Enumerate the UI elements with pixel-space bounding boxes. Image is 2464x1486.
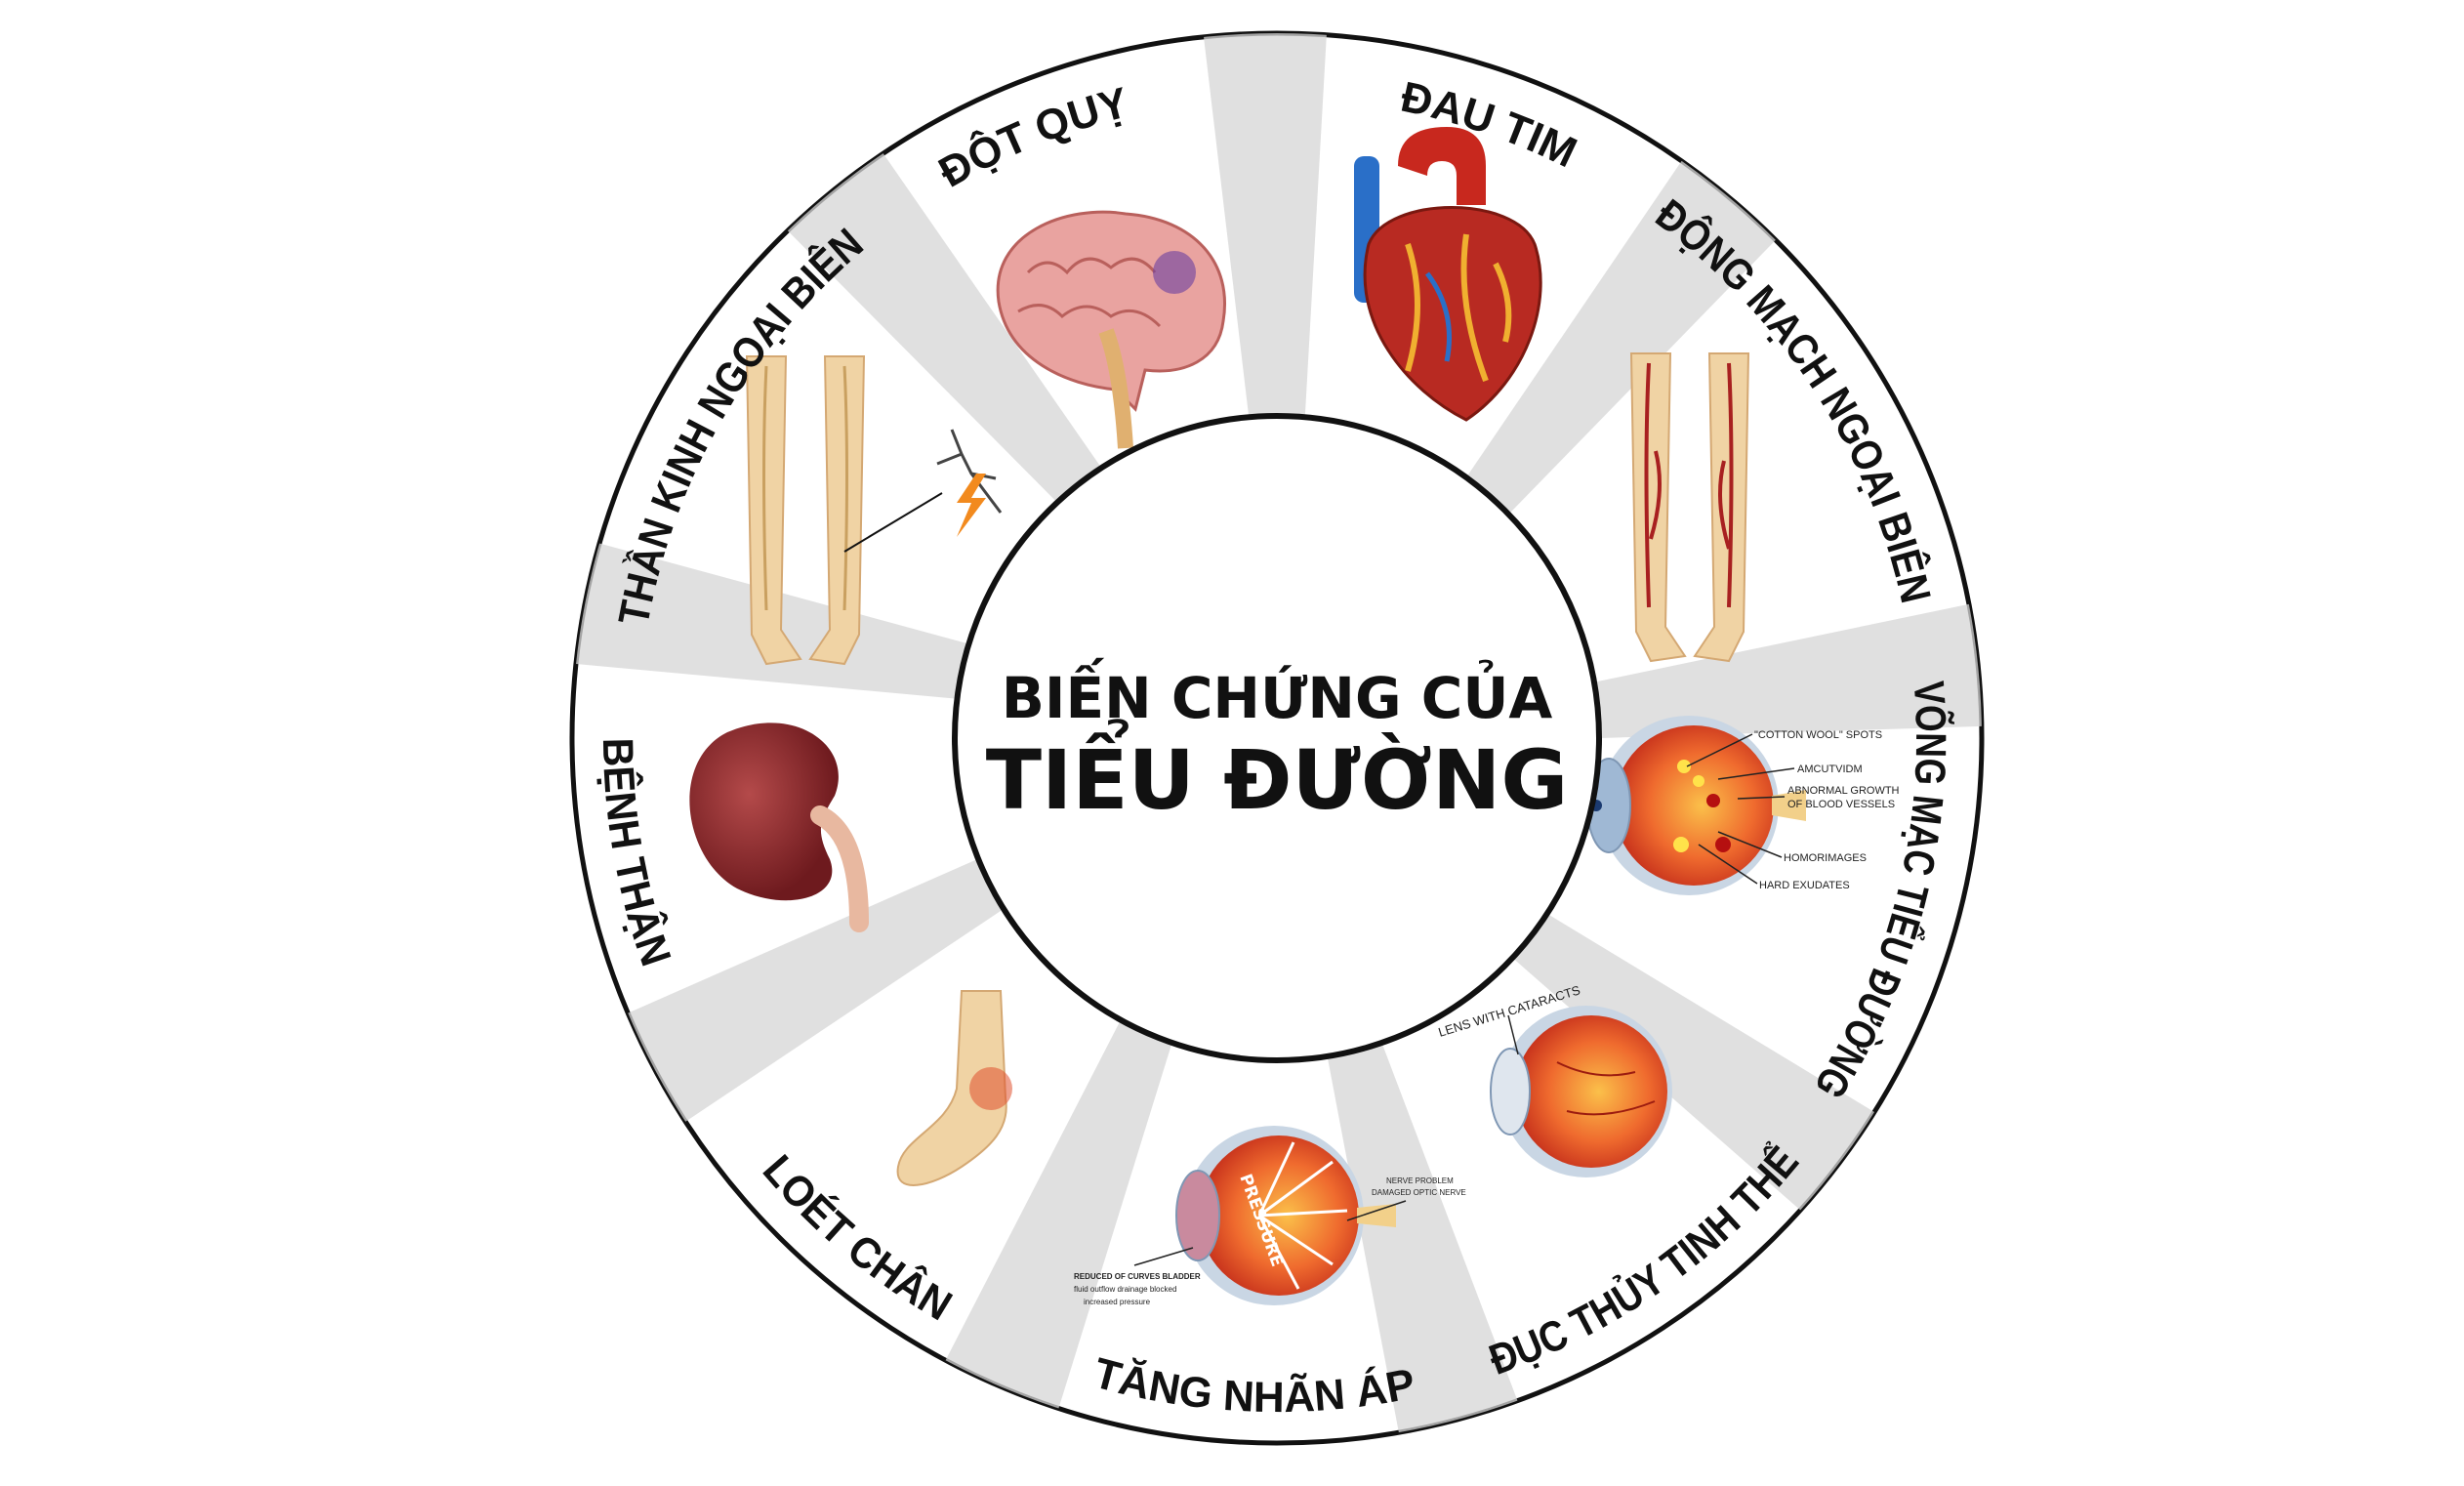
- retina-label-blood-vessels: OF BLOOD VESSELS: [1787, 799, 1895, 810]
- segment-divider: [1327, 1043, 1531, 1443]
- segment-dividers: [572, 33, 1982, 1443]
- center-circle: [952, 413, 1602, 1063]
- glaucoma-label-left-2: fluid outflow drainage blocked: [1074, 1285, 1176, 1294]
- glaucoma-label-left-3: increased pressure: [1084, 1298, 1151, 1306]
- retina-label-abnormal-growth: ABNORMAL GROWTH: [1787, 785, 1900, 797]
- legs-nerve-icon: [745, 355, 1003, 666]
- segment-divider: [1199, 33, 1330, 418]
- glaucoma-label-right-2: DAMAGED OPTIC NERVE: [1372, 1188, 1466, 1197]
- title-line-2: TIỂU ĐƯỜNG: [986, 719, 1569, 828]
- retina-annotations: "COTTON WOOL" SPOTS AMCUTVIDM ABNORMAL G…: [1686, 729, 1900, 891]
- segment-divider: [761, 122, 1102, 503]
- glaucoma-label-left-1: REDUCED OF CURVES BLADDER: [1074, 1272, 1201, 1281]
- retina-label-hemorrhages: HOMORIMAGES: [1784, 852, 1867, 864]
- heart-icon: [1354, 127, 1542, 422]
- segment-divider: [928, 1019, 1172, 1443]
- retina-label-cotton-wool: "COTTON WOOL" SPOTS: [1754, 729, 1882, 741]
- kidney-icon: [689, 722, 869, 932]
- segment-divider: [1465, 130, 1802, 515]
- segment-divider: [1593, 596, 1982, 738]
- segment-divider: [1512, 913, 1907, 1235]
- legs-arteries-icon: [1629, 352, 1750, 663]
- cataract-pointer: [1507, 1014, 1519, 1055]
- retina-label-hard-exudates: HARD EXUDATES: [1759, 880, 1850, 891]
- eye-glaucoma-icon: PRESSURE: [1175, 1126, 1396, 1305]
- retina-label-2: AMCUTVIDM: [1797, 764, 1863, 775]
- brain-icon: [996, 210, 1226, 449]
- eye-cataract-icon: [1490, 1006, 1672, 1177]
- glaucoma-annotations: REDUCED OF CURVES BLADDER fluid outflow …: [1074, 1176, 1466, 1306]
- segment-divider: [594, 858, 1005, 1142]
- foot-icon: [896, 990, 1012, 1186]
- title-line-1: BIẾN CHỨNG CỦA: [1002, 657, 1553, 731]
- glaucoma-label-right-1: NERVE PROBLEM: [1386, 1176, 1454, 1185]
